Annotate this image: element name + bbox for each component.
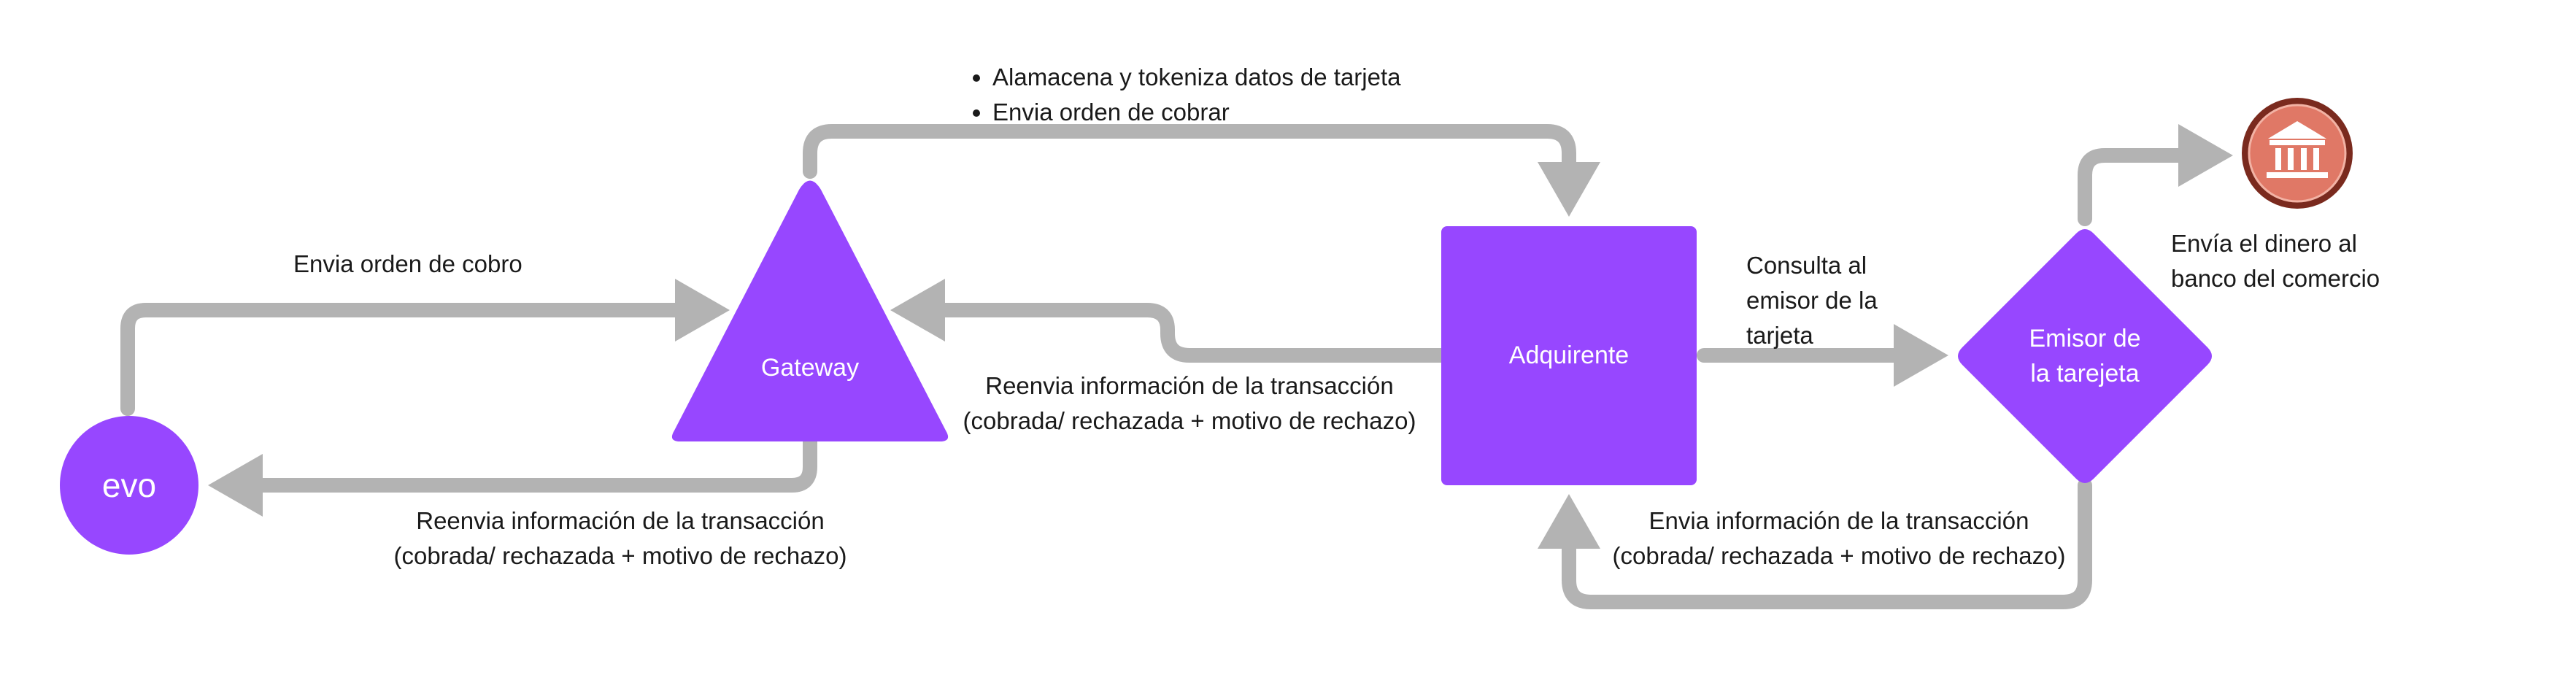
arrow-gateway-to-adquirente [803, 124, 1600, 217]
adquirente-label: Adquirente [1508, 342, 1630, 369]
evo-label: evo [101, 466, 157, 504]
label-gateway-to-adquirente-list: Alamacena y tokeniza datos de tarjeta En… [971, 60, 1401, 130]
label-adquirente-to-emisor-line-2: emisor de la [1746, 287, 1878, 314]
arrow-emisor-to-bank [2078, 124, 2233, 226]
label-emisor-to-adquirente-line-2: (cobrada/ rechazada + motivo de rechazo) [1612, 542, 2066, 569]
label-adquirente-to-emisor: Consulta al emisor de la tarjeta [1746, 248, 1878, 353]
label-adquirente-to-gateway: Reenvia información de la transacción (c… [941, 368, 1438, 439]
arrow-adquirente-to-gateway [890, 279, 1449, 363]
emisor-label-line-2: la tarejeta [2030, 360, 2140, 387]
label-emisor-to-bank-line-1: Envía el dinero al [2171, 230, 2357, 257]
label-emisor-to-bank-line-2: banco del comercio [2171, 265, 2380, 292]
arrow-adquirente-to-emisor [1697, 324, 1948, 387]
label-emisor-to-adquirente-line-1: Envia información de la transacción [1648, 507, 2029, 534]
bank-icon [2242, 98, 2353, 209]
gateway-label: Gateway [760, 354, 860, 382]
label-adquirente-to-emisor-line-3: tarjeta [1746, 322, 1813, 349]
label-gateway-to-evo-line-2: (cobrada/ rechazada + motivo de rechazo) [393, 542, 847, 569]
arrow-gateway-to-evo [208, 434, 817, 517]
arrow-emisor-to-adquirente [1538, 478, 2092, 609]
gateway-node [671, 180, 949, 441]
emisor-label-line-1: Emisor de [2029, 325, 2141, 352]
adquirente-node [1441, 226, 1697, 485]
arrow-evo-to-gateway [120, 279, 730, 416]
label-emisor-to-bank: Envía el dinero al banco del comercio [2171, 226, 2380, 296]
label-evo-to-gateway: Envia orden de cobro [293, 250, 522, 277]
emisor-node [1958, 229, 2212, 483]
evo-node [60, 416, 198, 555]
label-gateway-to-adquirente-item-2: Envia orden de cobrar [992, 95, 1401, 130]
label-adquirente-to-gateway-line-1: Reenvia información de la transacción [985, 372, 1394, 399]
label-gateway-to-evo-line-1: Reenvia información de la transacción [416, 507, 825, 534]
label-adquirente-to-gateway-line-2: (cobrada/ rechazada + motivo de rechazo) [963, 407, 1416, 434]
label-adquirente-to-emisor-line-1: Consulta al [1746, 252, 1867, 279]
emisor-label: Emisor de la tarejeta [1975, 321, 2194, 391]
label-gateway-to-adquirente-item-1: Alamacena y tokeniza datos de tarjeta [992, 60, 1401, 95]
label-gateway-to-evo: Reenvia información de la transacción (c… [277, 503, 963, 574]
label-gateway-to-adquirente: Alamacena y tokeniza datos de tarjeta En… [971, 60, 1401, 130]
label-emisor-to-adquirente: Envia información de la transacción (cob… [1591, 503, 2087, 574]
